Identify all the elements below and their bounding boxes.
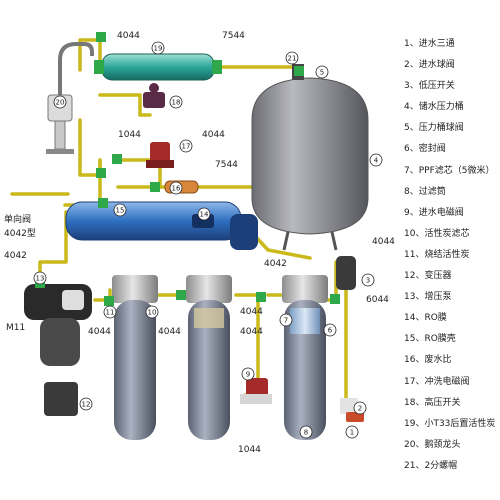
legend-item-11: 11、烧结活性炭 bbox=[404, 249, 470, 260]
callouts bbox=[33, 41, 383, 439]
label-4042-left: 4042 bbox=[4, 251, 27, 261]
pipe-post-to-tank bbox=[216, 65, 302, 77]
legend-item-13: 13、增压泵 bbox=[404, 292, 452, 303]
legend-item-6: 6、密封阀 bbox=[404, 144, 446, 155]
callout-2: 2 bbox=[358, 405, 362, 413]
callout-12: 12 bbox=[82, 401, 91, 409]
callout-18: 18 bbox=[172, 99, 181, 107]
callout-20: 20 bbox=[56, 99, 65, 107]
legend-item-1: 1、进水三通 bbox=[404, 39, 455, 49]
legend-item-17: 17、冲洗电磁阀 bbox=[404, 376, 470, 387]
pipe-faucet-down bbox=[78, 118, 102, 177]
callout-3: 3 bbox=[366, 277, 370, 285]
legend-item-21: 21、2分螺帽 bbox=[404, 460, 458, 471]
label-4042-right: 4042 bbox=[264, 259, 287, 269]
booster-pump bbox=[24, 284, 92, 366]
callout-6: 6 bbox=[328, 327, 333, 335]
callout-1: 1 bbox=[350, 429, 354, 437]
legend-item-12: 12、变压器 bbox=[404, 271, 452, 282]
pipe-high-switch bbox=[98, 93, 152, 117]
label-m11: M11 bbox=[6, 323, 25, 333]
legend-item-16: 16、废水比 bbox=[404, 355, 452, 366]
callout-17: 17 bbox=[182, 143, 191, 151]
ro-membrane-housing bbox=[65, 201, 258, 250]
filter-housing-3 bbox=[282, 275, 328, 440]
label-4044-top: 4044 bbox=[117, 31, 140, 41]
filter-housing-2 bbox=[186, 275, 232, 440]
legend-item-10: 10、活性炭滤芯 bbox=[404, 228, 470, 239]
legend-item-8: 8、过滤筒 bbox=[404, 186, 446, 197]
label-4044-right: 4044 bbox=[372, 237, 395, 247]
legend-item-18: 18、高压开关 bbox=[404, 397, 461, 408]
callout-7: 7 bbox=[284, 317, 288, 325]
transformer bbox=[44, 382, 78, 416]
label-check-valve: 单向阀 bbox=[4, 213, 31, 225]
label-4044-c: 4044 bbox=[240, 307, 263, 317]
inlet-solenoid bbox=[240, 378, 272, 404]
legend-item-3: 3、低压开关 bbox=[404, 81, 455, 92]
tank-ball-valve bbox=[294, 66, 304, 76]
label-4044-d: 4044 bbox=[240, 327, 263, 337]
legend-item-5: 5、压力桶球阀 bbox=[404, 123, 464, 134]
label-4044-a: 4044 bbox=[88, 327, 111, 337]
label-check-valve-model: 4042型 bbox=[4, 228, 36, 239]
label-7544-mid: 7544 bbox=[215, 160, 238, 170]
legend-item-4: 4、储水压力桶 bbox=[404, 102, 464, 113]
legend-item-20: 20、鹅颈龙头 bbox=[404, 439, 461, 450]
legend-item-2: 2、进水球阀 bbox=[404, 60, 455, 71]
callout-8: 8 bbox=[304, 429, 308, 437]
legend-item-7: 7、PPF滤芯（5微米） bbox=[404, 165, 495, 176]
flush-solenoid bbox=[146, 142, 174, 168]
callout-4: 4 bbox=[374, 157, 379, 165]
component-legend: 1、进水三通 2、进水球阀 3、低压开关 4、储水压力桶 5、压力桶球阀 6、密… bbox=[404, 34, 500, 477]
low-pressure-switch bbox=[336, 256, 356, 290]
legend-item-15: 15、RO膜壳 bbox=[404, 334, 456, 345]
label-1044-bottom: 1044 bbox=[238, 445, 261, 455]
callout-21: 21 bbox=[288, 55, 297, 63]
inlet-tee bbox=[340, 398, 364, 422]
legend-item-19: 19、小T33后置活性炭 bbox=[404, 418, 496, 429]
callout-14: 14 bbox=[200, 211, 209, 219]
high-pressure-switch bbox=[143, 83, 165, 108]
legend-item-14: 14、RO膜 bbox=[404, 313, 447, 324]
label-7544-top: 7544 bbox=[222, 31, 245, 41]
callout-11: 11 bbox=[106, 309, 115, 317]
label-6044-right: 6044 bbox=[366, 295, 389, 305]
pressure-tank bbox=[251, 64, 369, 251]
callout-19: 19 bbox=[154, 45, 163, 53]
callout-10: 10 bbox=[148, 309, 157, 317]
pipe-faucet bbox=[78, 38, 102, 72]
post-carbon-filter bbox=[94, 53, 222, 81]
legend-item-9: 9、进水电磁阀 bbox=[404, 207, 464, 218]
callout-15: 15 bbox=[116, 207, 125, 215]
gooseneck-faucet bbox=[46, 42, 94, 154]
label-4044-mid: 4044 bbox=[202, 130, 225, 140]
callout-numbers: 1 2 3 4 5 6 7 8 9 10 11 12 13 14 15 16 1… bbox=[36, 45, 379, 437]
fitting-labels: 4044 7544 1044 4044 7544 单向阀 4042型 4042 … bbox=[4, 31, 395, 455]
callout-16: 16 bbox=[172, 185, 181, 193]
callout-5: 5 bbox=[320, 69, 324, 77]
callout-9: 9 bbox=[246, 371, 250, 379]
label-4044-b: 4044 bbox=[158, 327, 181, 337]
callout-13: 13 bbox=[36, 275, 45, 283]
filter-housing-1 bbox=[112, 275, 158, 440]
label-1044-mid: 1044 bbox=[118, 130, 141, 140]
